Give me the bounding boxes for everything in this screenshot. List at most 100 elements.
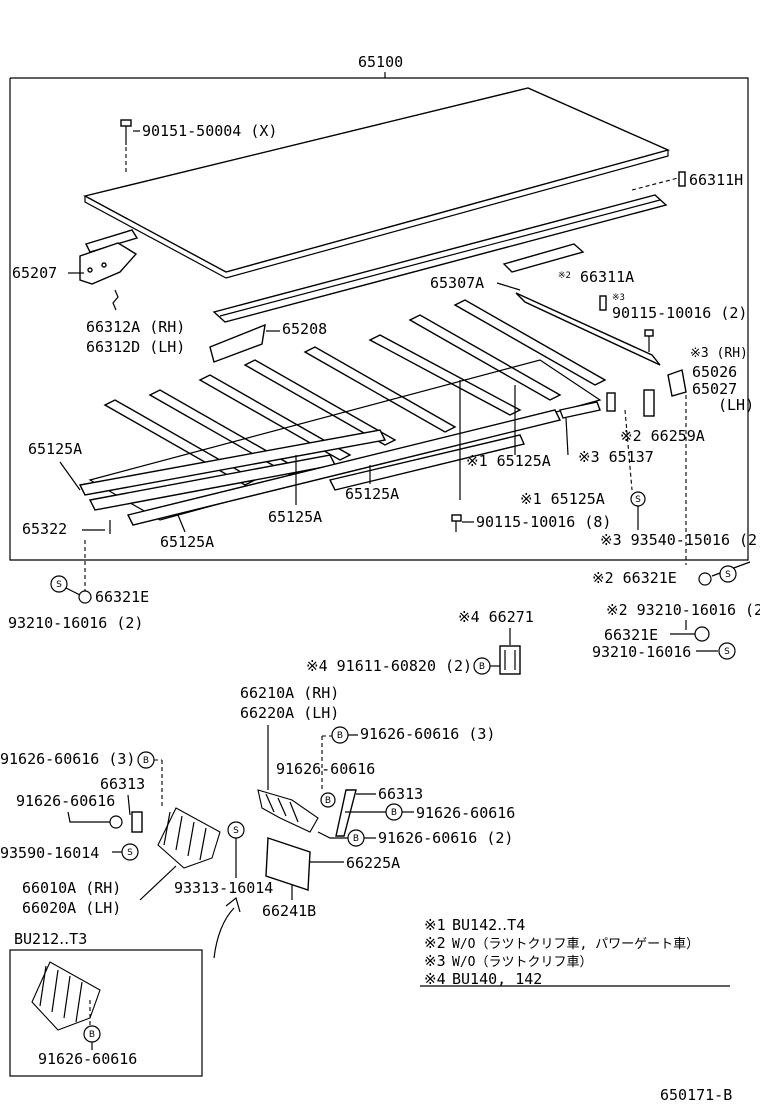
inset-box [9, 949, 203, 1077]
s-symbol-text: S [233, 826, 239, 836]
part-label-66311H: 66311H [689, 171, 743, 189]
clip-icon [678, 171, 686, 187]
bracket-icon-65208 [209, 323, 266, 363]
rail-piece-part [85, 229, 139, 253]
part-label-66312A: 66312A (RH) [86, 318, 185, 336]
figure-id: 650171-B [660, 1086, 732, 1104]
part-label-66313-a: 66313 [100, 775, 145, 793]
b-symbol-text: B [353, 834, 359, 844]
bracket-icon-65207 [79, 242, 138, 285]
leader-line [139, 865, 177, 901]
part-label-65125A-left: 65125A [28, 440, 82, 458]
part-label-66220A: 66220A (LH) [240, 704, 339, 722]
b-symbol-text: B [89, 1030, 95, 1040]
bracket-icon-66313 [131, 811, 143, 833]
floor-surface [88, 359, 602, 521]
part-label-65307A: 65307A [430, 274, 484, 292]
part-label-65027: 65027 [692, 380, 737, 398]
leader-line [67, 811, 110, 823]
legend-mark-3: ※3 [424, 952, 446, 970]
s-symbol-text: S [635, 495, 641, 505]
part-label-65125A-star1b: ※1 65125A [520, 490, 605, 508]
rail-65307A-part [515, 292, 661, 366]
bracket-icon-66271 [499, 645, 521, 675]
part-label-91626-3a: 91626-60616 (3) [0, 750, 135, 768]
nut-icon [698, 572, 712, 586]
part-label-91626-b: 91626-60616 [416, 804, 515, 822]
rail-piece-part [502, 243, 585, 273]
b-symbol-text: B [143, 756, 149, 766]
long-rail-part [78, 429, 387, 496]
dashed-leader [631, 177, 679, 191]
part-label-93590: 93590-16014 [0, 844, 99, 862]
long-rail-part [328, 434, 525, 491]
long-rail-part [126, 409, 562, 526]
part-label-65137: ※3 65137 [578, 448, 654, 466]
part-label-93313: 93313-16014 [174, 879, 273, 897]
legend-text-1: BU142‥T4 [452, 916, 525, 934]
part-label-90151: 90151-50004 (X) [142, 122, 277, 140]
b-symbol-text: B [337, 731, 343, 741]
mudguard-icon-66210A [257, 789, 319, 833]
assembly-frame [9, 77, 749, 561]
leader-line [496, 282, 521, 291]
arrow-icon [213, 896, 241, 959]
legend: ※1 BU142‥T4 ※2 W/O（ラツトクリフ車, パワーゲート車） ※3 … [420, 916, 730, 988]
part-label-93210-star2: ※2 93210-16016 (2) [606, 601, 760, 619]
bracket-icon-66313 [335, 789, 357, 837]
legend-mark-4: ※4 [424, 970, 446, 988]
note-mark: ※2 [558, 271, 571, 281]
b-symbol-text: B [391, 808, 397, 818]
legend-text-3: W/O（ラツトクリフ車） [452, 955, 592, 970]
part-label-66311A: 66311A [580, 268, 634, 286]
part-label-rh: ※3 (RH) [690, 346, 748, 361]
b-symbol-icon [320, 792, 336, 808]
part-label-66321E-left: 66321E [95, 588, 149, 606]
bolt-icon [120, 119, 132, 145]
s-symbol-icon [50, 575, 68, 593]
legend-mark-1: ※1 [424, 916, 446, 934]
part-label-66312D: 66312D (LH) [86, 338, 185, 356]
part-label-66210A: 66210A (RH) [240, 684, 339, 702]
part-label-65125A-star1a: ※1 65125A [466, 452, 551, 470]
part-label-66225A: 66225A [346, 854, 400, 872]
washer-icon [109, 815, 123, 829]
mudguard-icon-inset [31, 961, 101, 1031]
part-label-91611: ※4 91611-60820 (2) [306, 657, 472, 675]
small-rail-part [559, 401, 601, 419]
part-label-66313-b: 66313 [378, 785, 423, 803]
part-label-65125A-c: 65125A [268, 508, 322, 526]
nut-icon [78, 590, 92, 604]
part-label-91626-2: 91626-60616 (2) [378, 829, 513, 847]
part-label-66321E-star2: ※2 66321E [592, 569, 677, 587]
leader-line [65, 587, 81, 596]
part-label-65125A-mid: 65125A [345, 485, 399, 503]
part-label-66259A: ※2 66259A [620, 427, 705, 445]
part-label-65208: 65208 [282, 320, 327, 338]
bracket-icon-66259A [606, 392, 616, 412]
assembly-number-65100: 65100 [358, 53, 403, 71]
part-label-65207: 65207 [12, 264, 57, 282]
bolt-icon [451, 514, 462, 522]
s-symbol-icon [121, 843, 139, 861]
mud-flap-icon-66241B [265, 837, 311, 891]
part-label-91626-mid: 91626-60616 [276, 760, 375, 778]
s-symbol-text: S [56, 580, 62, 590]
bracket-icon-65026 [667, 369, 687, 397]
leader-line [59, 461, 81, 491]
part-label-66271: ※4 66271 [458, 608, 534, 626]
leader-line [177, 514, 186, 533]
part-label-93210-r: 93210-16016 [592, 643, 691, 661]
part-label-91626-box: 91626-60616 [38, 1050, 137, 1068]
dashed-leader [624, 409, 633, 491]
b-symbol-text: B [325, 796, 331, 806]
part-label-93210-left: 93210-16016 (2) [8, 614, 143, 632]
s-symbol-text: S [724, 647, 730, 657]
post-icon [643, 389, 655, 417]
note-mark: ※3 [612, 293, 625, 303]
part-label-66020A: 66020A (LH) [22, 899, 121, 917]
s-symbol-text: S [725, 570, 731, 580]
inset-title-bu212: BU212‥T3 [14, 930, 87, 948]
nut-icon [694, 626, 710, 642]
